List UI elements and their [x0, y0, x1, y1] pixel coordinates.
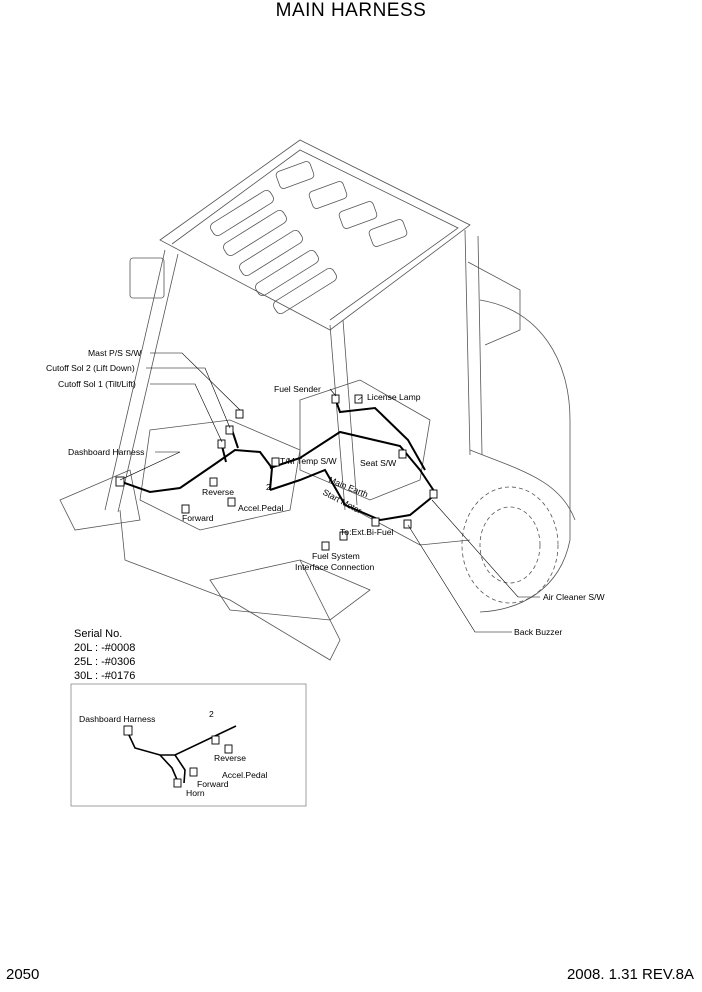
serial-line-25l: 25L : -#0306: [74, 656, 136, 668]
serial-line-20l: 20L : -#0008: [74, 642, 136, 654]
revision-date: 2008. 1.31 REV.8A: [566, 966, 694, 983]
detail-label-horn: Horn: [186, 788, 205, 798]
label-forward: Forward: [182, 513, 214, 523]
detail-label-accel-pedal: Accel.Pedal: [222, 770, 267, 780]
serial-heading: Serial No.: [74, 628, 123, 640]
detail-reference-number: 2: [266, 482, 271, 492]
label-fuel-system: Fuel System: [312, 551, 360, 561]
detail-label-forward: Forward: [197, 779, 229, 789]
detail-inset-box: [70, 683, 307, 807]
detail-connectors: [123, 725, 233, 788]
label-seat-sw: Seat S/W: [360, 458, 397, 468]
harness-connectors: [115, 394, 438, 551]
leader-lines: [119, 352, 540, 633]
label-cutoff-sol-1: Cutoff Sol 1 (Tilt/Lift): [58, 379, 136, 389]
page-number: 2050: [6, 966, 40, 983]
label-fuel-sender: Fuel Sender: [274, 384, 321, 394]
label-cutoff-sol-2: Cutoff Sol 2 (Lift Down): [46, 363, 135, 373]
serial-line-30l: 30L : -#0176: [74, 670, 136, 682]
detail-reference-number-inset: 2: [209, 709, 214, 719]
label-air-cleaner-sw: Air Cleaner S/W: [543, 592, 605, 602]
label-accel-pedal: Accel.Pedal: [238, 503, 283, 513]
label-interface-connection: Interface Connection: [295, 562, 375, 572]
detail-wires: [127, 725, 237, 784]
detail-label-reverse: Reverse: [214, 753, 246, 763]
page-title: MAIN HARNESS: [275, 0, 427, 21]
label-dashboard-harness: Dashboard Harness: [68, 447, 144, 457]
label-to-ext-bi-fuel: To:Ext.Bi-Fuel: [340, 527, 394, 537]
label-back-buzzer: Back Buzzer: [514, 627, 562, 637]
label-reverse: Reverse: [202, 487, 234, 497]
detail-label-dashboard-harness: Dashboard Harness: [79, 714, 155, 724]
label-mast-ps-sw: Mast P/S S/W: [88, 348, 142, 358]
label-license-lamp: License Lamp: [367, 392, 421, 402]
main-harness-wires: [121, 397, 437, 522]
label-tm-temp-sw: T/M Temp S/W: [280, 456, 338, 466]
forklift-frame: [59, 139, 576, 661]
